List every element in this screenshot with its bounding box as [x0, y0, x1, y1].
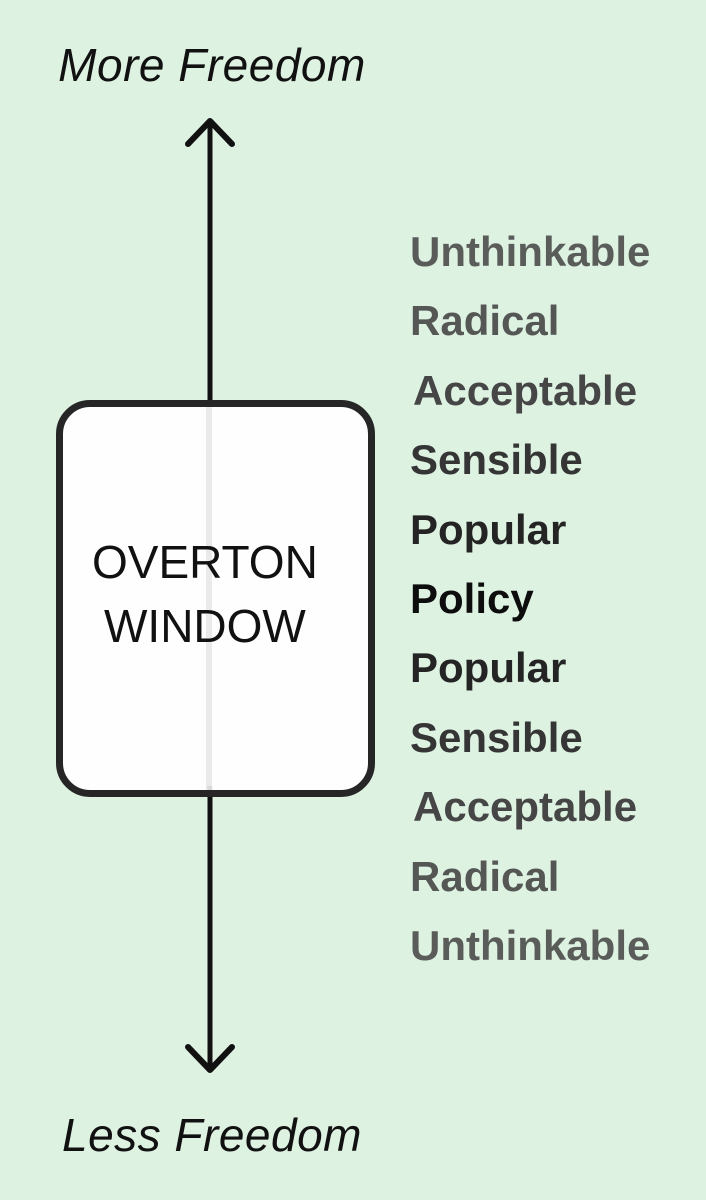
level-radical-lower: Radical: [410, 852, 560, 900]
acceptability-scale: Unthinkable Radical Acceptable Sensible …: [410, 222, 700, 985]
level-acceptable-upper: Acceptable: [413, 366, 638, 414]
top-label: More Freedom: [58, 39, 366, 91]
level-unthinkable-upper: Unthinkable: [410, 228, 651, 275]
level-radical-upper: Radical: [410, 297, 560, 345]
up-arrow-icon: [185, 118, 235, 147]
level-popular-lower: Popular: [410, 644, 567, 692]
window-axis-line: [206, 407, 212, 790]
level-policy: Policy: [410, 574, 534, 622]
window-label-line-2: WINDOW: [104, 600, 306, 652]
level-acceptable-lower: Acceptable: [413, 783, 638, 831]
level-unthinkable-lower: Unthinkable: [410, 921, 651, 969]
overton-window-box: [56, 400, 375, 797]
down-arrow-icon: [185, 1044, 235, 1073]
level-sensible-upper: Sensible: [410, 436, 583, 484]
window-label-line-1: OVERTON: [92, 536, 318, 588]
level-popular-upper: Popular: [410, 505, 567, 553]
bottom-label: Less Freedom: [61, 1109, 362, 1161]
overton-window-label: OVERTON WINDOW: [92, 530, 318, 658]
level-sensible-lower: Sensible: [410, 713, 583, 761]
